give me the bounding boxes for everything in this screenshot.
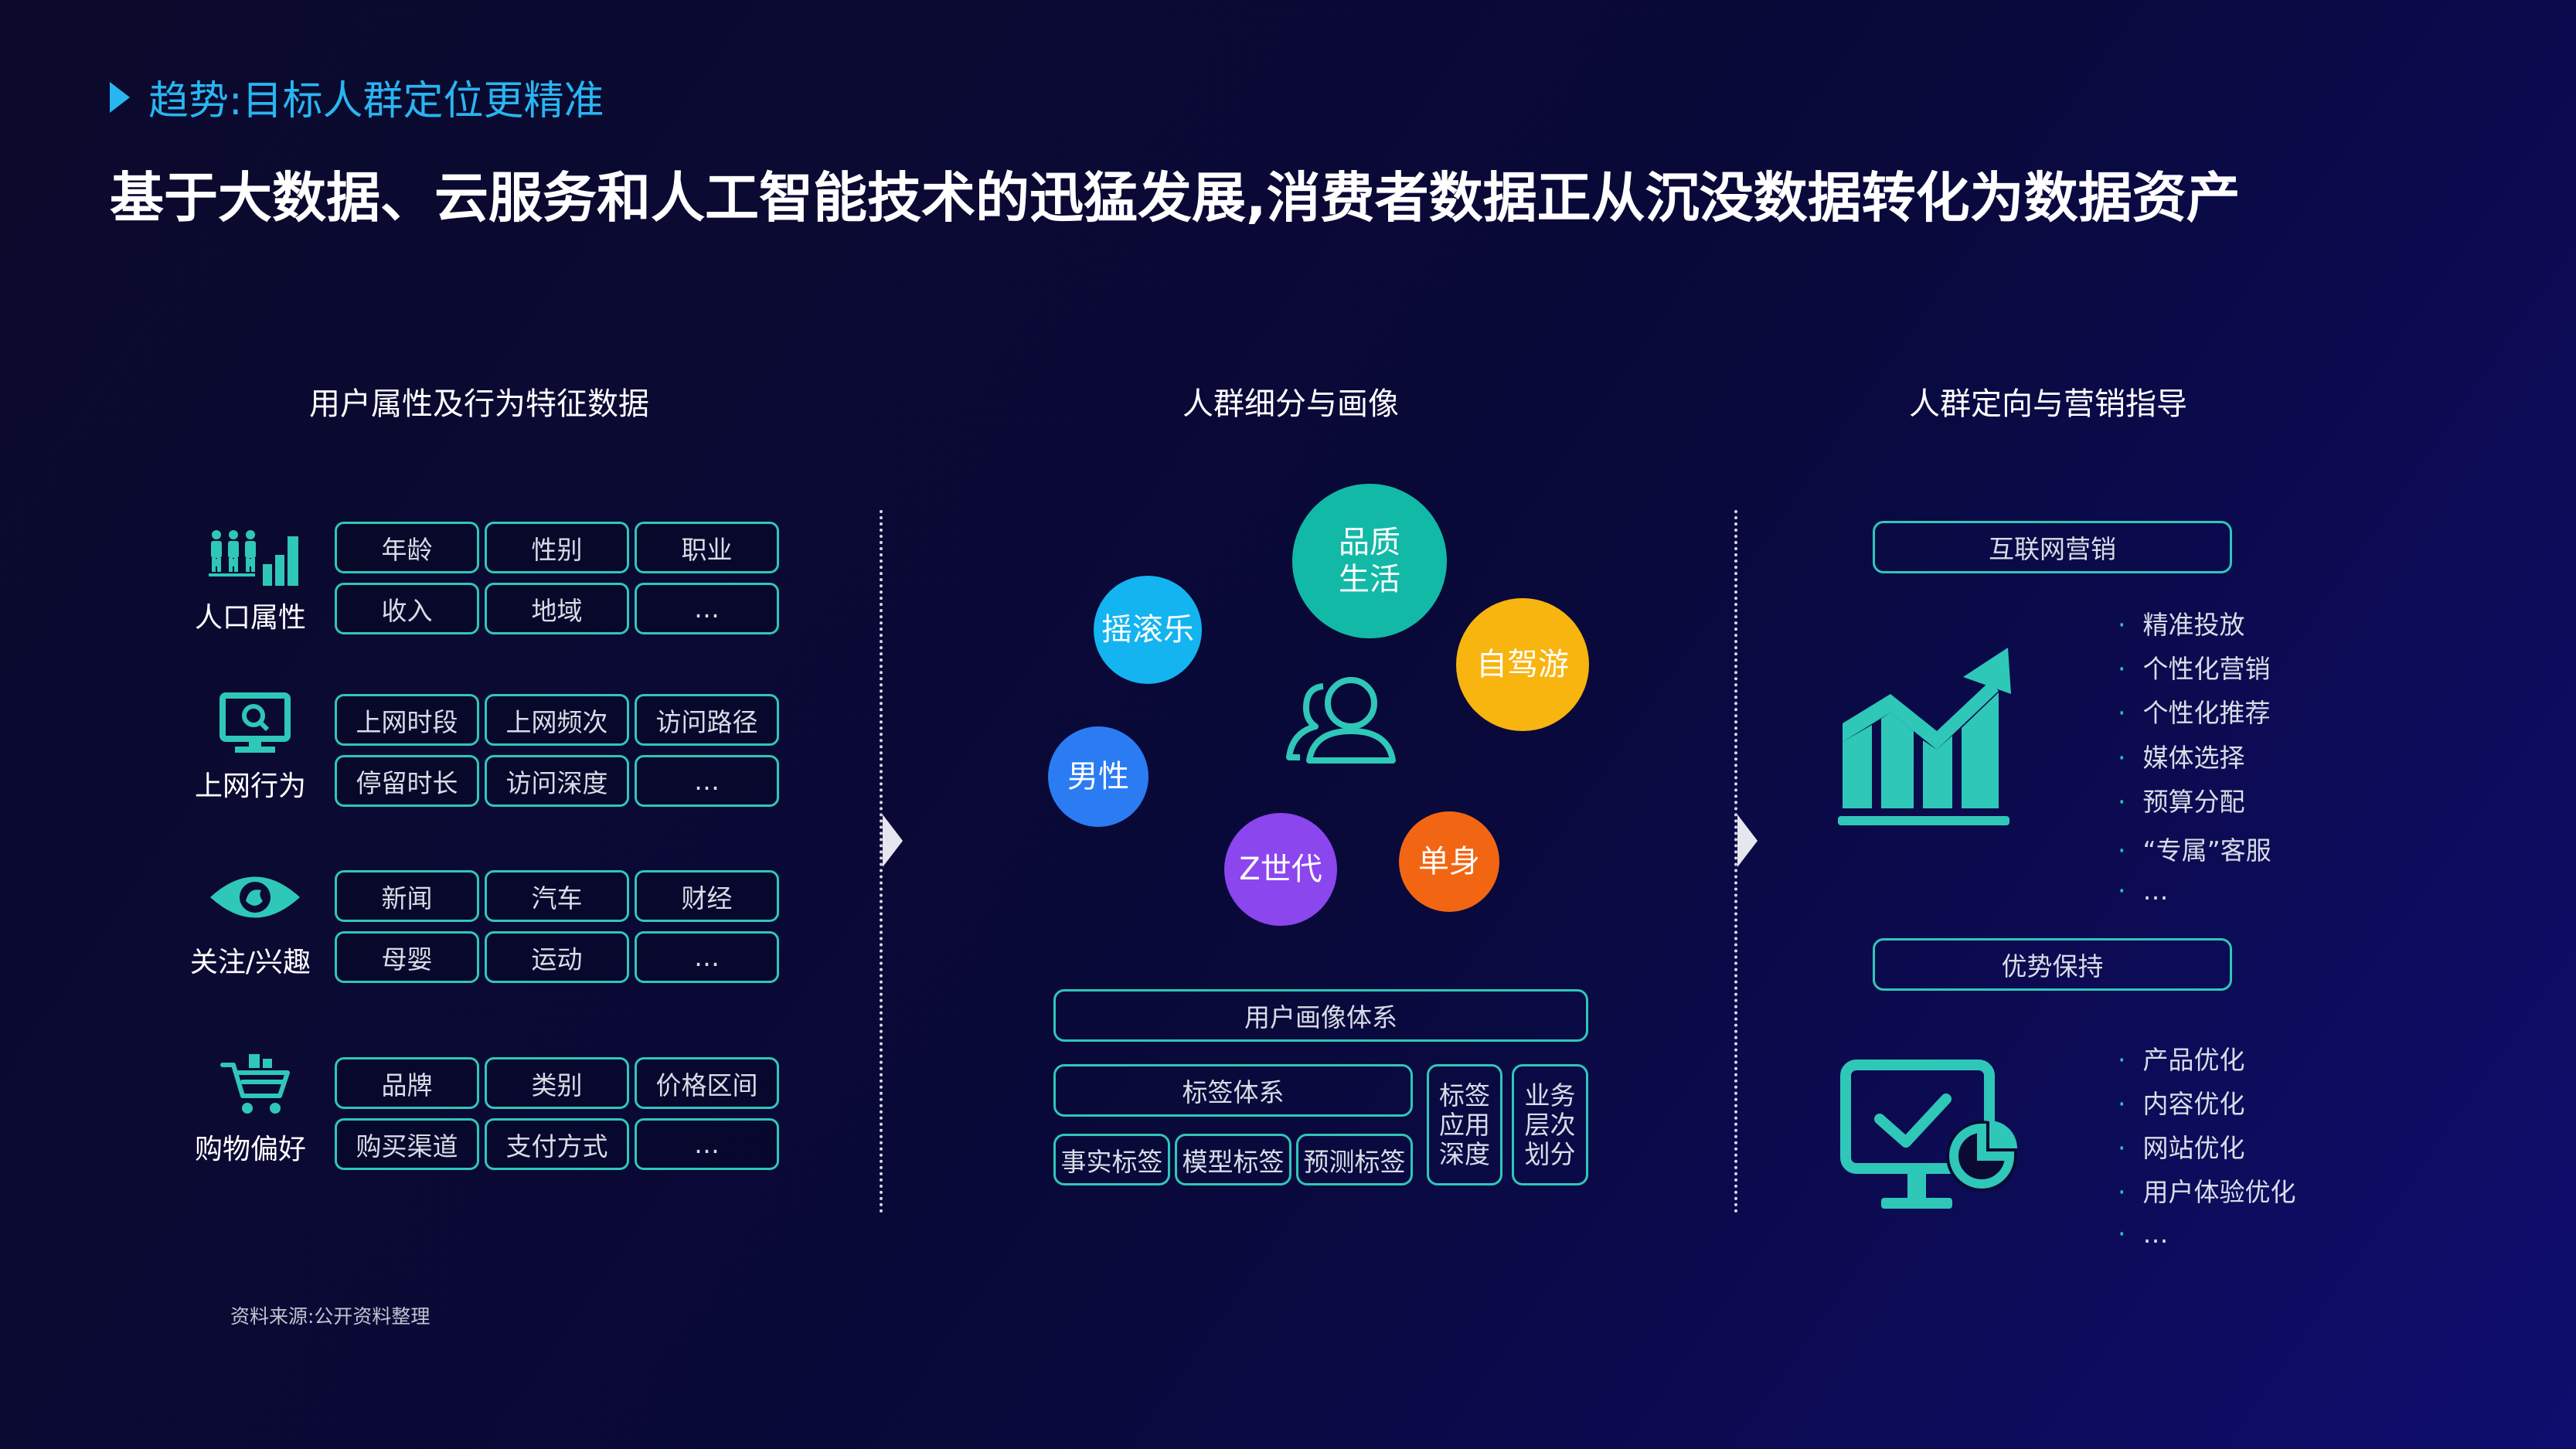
divider-left xyxy=(880,510,883,1213)
predict-tag-box[interactable]: 预测标签 xyxy=(1296,1134,1413,1185)
biz-level-box[interactable]: 业务 层次 划分 xyxy=(1512,1064,1588,1185)
tag-category[interactable]: 类别 xyxy=(485,1057,629,1109)
segment-gen-z[interactable]: Z世代 xyxy=(1224,813,1337,926)
monitor-check-icon xyxy=(1840,1060,2017,1209)
source-note: 资料来源:公开资料整理 xyxy=(230,1305,430,1328)
internet-item: ·预算分配 xyxy=(2118,787,2245,817)
tag-visit-path[interactable]: 访问路径 xyxy=(635,694,779,746)
segment-quality-life[interactable]: 品质 生活 xyxy=(1292,484,1447,638)
advantage-item: ·网站优化 xyxy=(2118,1133,2245,1163)
segment-label: Z世代 xyxy=(1239,852,1322,887)
user-group-icon xyxy=(1286,677,1396,764)
segment-label: 自驾游 xyxy=(1476,647,1569,682)
category-label-demographics: 人口属性 xyxy=(194,602,306,634)
internet-marketing-box[interactable]: 互联网营销 xyxy=(1873,521,2232,573)
tag-more[interactable]: … xyxy=(635,583,779,634)
tag-purchase-channel[interactable]: 购买渠道 xyxy=(335,1118,479,1170)
internet-item: ·… xyxy=(2118,876,2169,906)
segment-label: 单身 xyxy=(1418,844,1480,879)
column-title-right: 人群定向与营销指导 xyxy=(1909,386,2187,422)
tag-more[interactable]: … xyxy=(635,931,779,983)
segment-label: 男性 xyxy=(1067,759,1129,794)
segment-male[interactable]: 男性 xyxy=(1048,726,1148,827)
tag-brand[interactable]: 品牌 xyxy=(335,1057,479,1109)
advantage-item: ·产品优化 xyxy=(2118,1045,2245,1075)
tag-online-frequency[interactable]: 上网频次 xyxy=(485,694,629,746)
internet-item: ·“专属”客服 xyxy=(2118,835,2271,866)
fact-tag-box[interactable]: 事实标签 xyxy=(1053,1134,1170,1185)
segment-label: 摇滚乐 xyxy=(1101,612,1194,648)
monitor-search-icon xyxy=(219,692,291,753)
arrow-right-icon xyxy=(1737,815,1758,867)
tag-depth-box[interactable]: 标签 应用 深度 xyxy=(1427,1064,1502,1185)
tag-age[interactable]: 年龄 xyxy=(335,522,479,573)
tag-price-range[interactable]: 价格区间 xyxy=(635,1057,779,1109)
segment-label: 品质 生活 xyxy=(1339,525,1400,597)
model-tag-box[interactable]: 模型标签 xyxy=(1175,1134,1291,1185)
advantage-item: ·内容优化 xyxy=(2118,1089,2245,1119)
internet-item: ·媒体选择 xyxy=(2118,743,2245,773)
internet-item: ·精准投放 xyxy=(2118,610,2245,640)
segment-road-trip[interactable]: 自驾游 xyxy=(1456,598,1589,731)
subtitle-text: 趋势:目标人群定位更精准 xyxy=(148,78,604,124)
divider-right xyxy=(1734,510,1737,1213)
internet-item: ·个性化营销 xyxy=(2118,654,2271,684)
tag-income[interactable]: 收入 xyxy=(335,583,479,634)
arrow-right-icon xyxy=(883,815,903,867)
section-subtitle: 趋势:目标人群定位更精准 xyxy=(110,68,604,126)
segment-single[interactable]: 单身 xyxy=(1399,811,1499,912)
category-label-shopping: 购物偏好 xyxy=(194,1134,306,1165)
tag-sports[interactable]: 运动 xyxy=(485,931,629,983)
play-triangle-icon xyxy=(110,81,130,113)
shopping-cart-icon xyxy=(220,1054,290,1114)
tag-online-time[interactable]: 上网时段 xyxy=(335,694,479,746)
category-label-online-behavior: 上网行为 xyxy=(194,770,306,802)
tag-occupation[interactable]: 职业 xyxy=(635,522,779,573)
advantage-item: ·用户体验优化 xyxy=(2118,1177,2296,1207)
column-title-middle: 人群细分与画像 xyxy=(1183,386,1399,422)
tag-finance[interactable]: 财经 xyxy=(635,870,779,922)
tag-system-box[interactable]: 标签体系 xyxy=(1053,1064,1413,1117)
tag-news[interactable]: 新闻 xyxy=(335,870,479,922)
category-label-interests: 关注/兴趣 xyxy=(189,947,311,978)
tag-gender[interactable]: 性别 xyxy=(485,522,629,573)
tag-visit-depth[interactable]: 访问深度 xyxy=(485,755,629,807)
advantage-item: ·… xyxy=(2118,1219,2169,1249)
portrait-system-box[interactable]: 用户画像体系 xyxy=(1053,989,1588,1042)
people-chart-icon xyxy=(209,530,298,586)
advantage-box[interactable]: 优势保持 xyxy=(1873,938,2232,991)
page-title: 基于大数据、云服务和人工智能技术的迅猛发展,消费者数据正从沉没数据转化为数据资产 xyxy=(110,166,2241,230)
tag-more[interactable]: … xyxy=(635,1118,779,1170)
tag-auto[interactable]: 汽车 xyxy=(485,870,629,922)
segment-rock-music[interactable]: 摇滚乐 xyxy=(1094,576,1202,684)
tag-maternal[interactable]: 母婴 xyxy=(335,931,479,983)
tag-more[interactable]: … xyxy=(635,755,779,807)
tag-region[interactable]: 地域 xyxy=(485,583,629,634)
internet-item: ·个性化推荐 xyxy=(2118,698,2271,728)
column-title-left: 用户属性及行为特征数据 xyxy=(309,386,649,422)
eye-icon xyxy=(210,876,300,918)
growth-chart-icon xyxy=(1838,648,2011,825)
tag-payment-method[interactable]: 支付方式 xyxy=(485,1118,629,1170)
tag-stay-duration[interactable]: 停留时长 xyxy=(335,755,479,807)
